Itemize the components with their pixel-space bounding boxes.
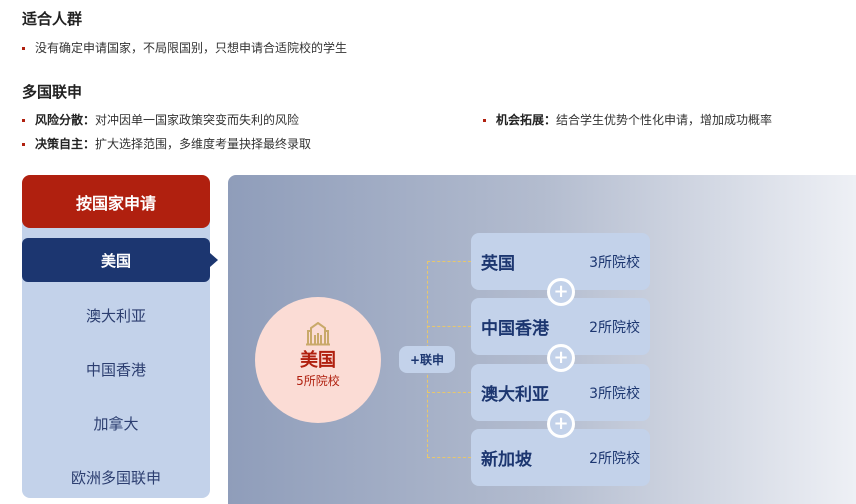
joint-application-panel: 美国 5所院校 +联申 英国 3所院校 中国香港 2所院校 澳大利亚 3所院校 新加坡… bbox=[228, 175, 856, 504]
multi-item: 决策自主：扩大选择范围，多维度考量抉择最终录取 bbox=[22, 135, 311, 152]
plus-icon: + bbox=[547, 410, 575, 438]
multi-item: 机会拓展：结合学生优势个性化申请，增加成功概率 bbox=[483, 111, 772, 128]
plus-icon: + bbox=[547, 278, 575, 306]
card-count: 2所院校 bbox=[589, 450, 640, 467]
card-count: 3所院校 bbox=[589, 385, 640, 402]
audience-text: 没有确定申请国家，不局限国别，只想申请合适院校的学生 bbox=[35, 41, 348, 55]
bullet bbox=[22, 119, 25, 122]
bullet bbox=[22, 47, 25, 50]
apply-by-country-header[interactable]: 按国家申请 bbox=[22, 175, 210, 228]
country-list: 美国 澳大利亚 中国香港 加拿大 欧洲多国联申 bbox=[22, 215, 218, 498]
item-text: 结合学生优势个性化申请，增加成功概率 bbox=[556, 113, 773, 127]
card-name: 新加坡 bbox=[481, 450, 532, 470]
university-building-icon bbox=[306, 321, 330, 346]
joint-apply-button[interactable]: +联申 bbox=[399, 346, 455, 373]
connector-line bbox=[427, 261, 471, 262]
country-card-singapore[interactable]: 新加坡 2所院校 bbox=[471, 429, 650, 486]
connector-line bbox=[427, 326, 471, 327]
sidebar-item-canada[interactable]: 加拿大 bbox=[93, 414, 139, 433]
card-name: 英国 bbox=[481, 254, 515, 274]
sidebar-item-usa[interactable]: 美国 bbox=[22, 238, 218, 282]
connector-line bbox=[427, 457, 471, 458]
country-sidebar: 按国家申请 美国 澳大利亚 中国香港 加拿大 欧洲多国联申 bbox=[22, 175, 218, 498]
bullet bbox=[22, 143, 25, 146]
sidebar-item-europe[interactable]: 欧洲多国联申 bbox=[70, 468, 161, 487]
item-label: 决策自主： bbox=[35, 137, 96, 151]
bullet bbox=[483, 119, 486, 122]
card-count: 2所院校 bbox=[589, 319, 640, 336]
item-text: 扩大选择范围，多维度考量抉择最终录取 bbox=[95, 137, 312, 151]
card-count: 3所院校 bbox=[589, 254, 640, 271]
selected-country-name: 美国 bbox=[300, 350, 336, 371]
card-name: 中国香港 bbox=[481, 319, 549, 339]
connector-line bbox=[427, 392, 471, 393]
plus-icon: + bbox=[547, 344, 575, 372]
audience-title: 适合人群 bbox=[22, 10, 83, 28]
multi-title: 多国联申 bbox=[22, 83, 83, 101]
card-name: 澳大利亚 bbox=[481, 385, 549, 405]
sidebar-item-australia[interactable]: 澳大利亚 bbox=[85, 306, 146, 325]
selected-country-circle: 美国 5所院校 bbox=[255, 297, 381, 423]
multi-item: 风险分散：对冲因单一国家政策突变而失利的风险 bbox=[22, 111, 299, 128]
item-label: 风险分散： bbox=[35, 113, 96, 127]
item-text: 对冲因单一国家政策突变而失利的风险 bbox=[95, 113, 300, 127]
audience-item: 没有确定申请国家，不局限国别，只想申请合适院校的学生 bbox=[22, 39, 347, 56]
selected-country-count: 5所院校 bbox=[296, 374, 340, 388]
sidebar-item-hongkong[interactable]: 中国香港 bbox=[85, 360, 146, 379]
item-label: 机会拓展： bbox=[496, 113, 557, 127]
